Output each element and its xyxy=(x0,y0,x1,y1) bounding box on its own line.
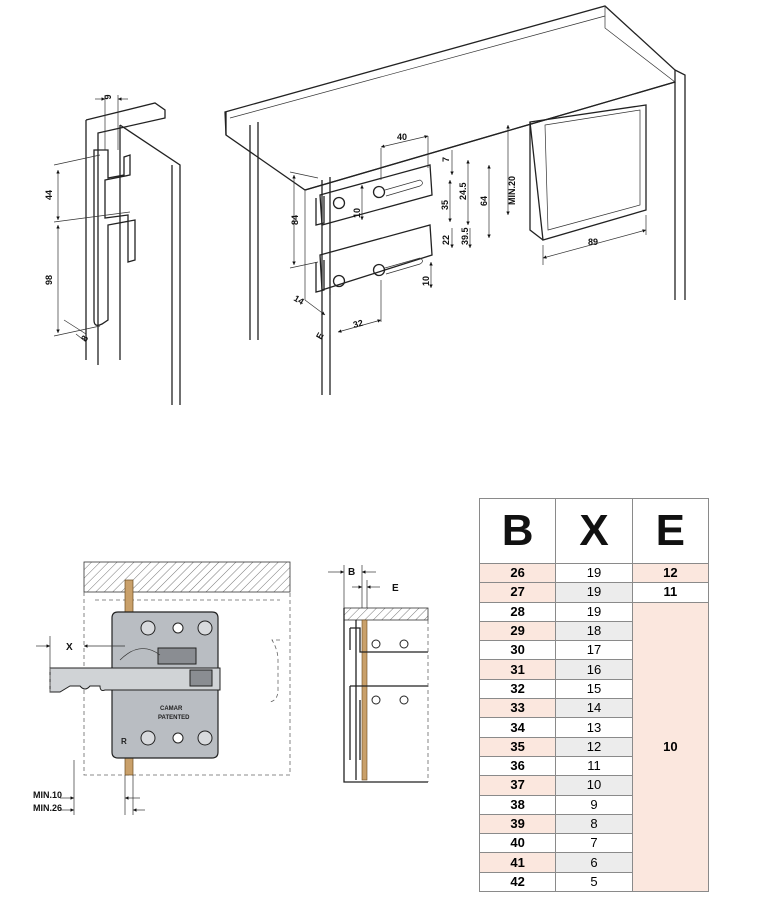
table-row: 41 6 xyxy=(478,852,709,873)
cell-b: 36 xyxy=(478,755,557,777)
dim-10-lower: 10 xyxy=(421,276,431,286)
cell-b: 40 xyxy=(478,833,557,854)
cabinet-perspective-view: 40 7 24.5 MIN.20 10 35 64 84 22 39.5 10 … xyxy=(224,5,686,395)
cell-x: 15 xyxy=(555,678,633,700)
dim-89: 89 xyxy=(588,237,598,247)
brand-label: CAMAR xyxy=(160,706,183,712)
cell-b: 27 xyxy=(478,582,557,603)
table-row: 28 19 10 xyxy=(478,601,710,893)
dim-min-20: MIN.20 xyxy=(507,176,517,205)
cell-b: 28 xyxy=(478,601,557,622)
table-row: 40 7 xyxy=(478,833,709,854)
dim-e-top: E xyxy=(314,331,326,341)
dim-40: 40 xyxy=(397,132,407,142)
cell-b: 34 xyxy=(478,717,557,738)
header-e: E xyxy=(631,498,710,564)
dim-44: 44 xyxy=(44,190,54,200)
dim-14: 14 xyxy=(292,293,306,307)
cell-x: 19 xyxy=(555,601,633,622)
dim-84: 84 xyxy=(290,215,300,225)
dim-e-bottom: E xyxy=(392,583,399,594)
cell-x: 7 xyxy=(555,833,633,854)
cell-x: 13 xyxy=(555,717,633,738)
cell-x: 18 xyxy=(555,620,633,642)
cell-b: 32 xyxy=(478,678,557,700)
cell-x: 19 xyxy=(555,562,633,584)
cell-b: 35 xyxy=(478,736,557,757)
table-row: 34 13 xyxy=(478,717,709,738)
table-header-row: B X E xyxy=(478,498,710,564)
hanger-front-view: CAMAR PATENTED R X MIN.10 MIN.26 xyxy=(33,561,291,815)
cell-b: 26 xyxy=(478,562,557,584)
table-row: 26 19 12 xyxy=(478,562,710,584)
dim-min-10: MIN.10 xyxy=(33,790,62,800)
dim-7: 7 xyxy=(441,157,451,162)
cell-b: 41 xyxy=(478,852,557,873)
cell-x: 12 xyxy=(555,736,633,757)
cell-b: 39 xyxy=(478,813,557,835)
cell-x: 8 xyxy=(555,813,633,835)
cell-b: 38 xyxy=(478,794,557,815)
dim-32: 32 xyxy=(352,318,364,330)
cell-x: 17 xyxy=(555,640,633,661)
header-x: X xyxy=(555,498,633,564)
cell-e: 11 xyxy=(631,582,710,603)
dim-9: 9 xyxy=(103,94,113,99)
cell-b: 42 xyxy=(478,871,557,893)
cell-e: 12 xyxy=(631,562,710,584)
cell-x: 16 xyxy=(555,659,633,680)
dim-22: 22 xyxy=(441,235,451,245)
cell-b: 37 xyxy=(478,775,557,796)
dim-min-26: MIN.26 xyxy=(33,803,62,813)
patented-label: PATENTED xyxy=(158,715,190,721)
dim-64: 64 xyxy=(479,196,489,206)
dim-39-5: 39.5 xyxy=(460,227,470,245)
dim-10-upper: 10 xyxy=(352,208,362,218)
dim-24-5: 24.5 xyxy=(458,182,468,200)
r-label: R xyxy=(121,737,127,746)
dim-35: 35 xyxy=(440,200,450,210)
bxe-table: B X E 26 19 12 27 19 11 28 19 10 29 18 3… xyxy=(478,498,710,893)
cell-e-merged: 10 xyxy=(631,601,710,893)
hanger-section-view: B E xyxy=(328,565,429,783)
dim-b: B xyxy=(348,567,355,578)
hanger-side-view: 9 44 98 8 xyxy=(44,94,181,405)
header-b: B xyxy=(478,498,557,564)
cell-x: 11 xyxy=(555,755,633,777)
table-row: 27 19 11 xyxy=(478,582,710,603)
table-row: 37 10 xyxy=(478,775,709,796)
cell-x: 5 xyxy=(555,871,633,893)
dim-8: 8 xyxy=(79,334,90,343)
table-row: 38 9 xyxy=(478,794,709,815)
cell-x: 6 xyxy=(555,852,633,873)
table-row: 29 18 xyxy=(478,620,709,642)
table-row: 30 17 xyxy=(478,640,709,661)
table-row: 39 8 xyxy=(478,813,709,835)
cell-b: 33 xyxy=(478,698,557,719)
dim-98: 98 xyxy=(44,275,54,285)
cell-x: 10 xyxy=(555,775,633,796)
table-row: 32 15 xyxy=(478,678,709,700)
dim-x: X xyxy=(66,642,73,653)
table-row: 35 12 xyxy=(478,736,709,757)
table-row: 31 16 xyxy=(478,659,709,680)
cell-b: 30 xyxy=(478,640,557,661)
cell-x: 14 xyxy=(555,698,633,719)
cell-x: 19 xyxy=(555,582,633,603)
cell-x: 9 xyxy=(555,794,633,815)
table-row: 33 14 xyxy=(478,698,709,719)
cell-b: 31 xyxy=(478,659,557,680)
table-row: 42 5 xyxy=(478,871,709,893)
cell-b: 29 xyxy=(478,620,557,642)
